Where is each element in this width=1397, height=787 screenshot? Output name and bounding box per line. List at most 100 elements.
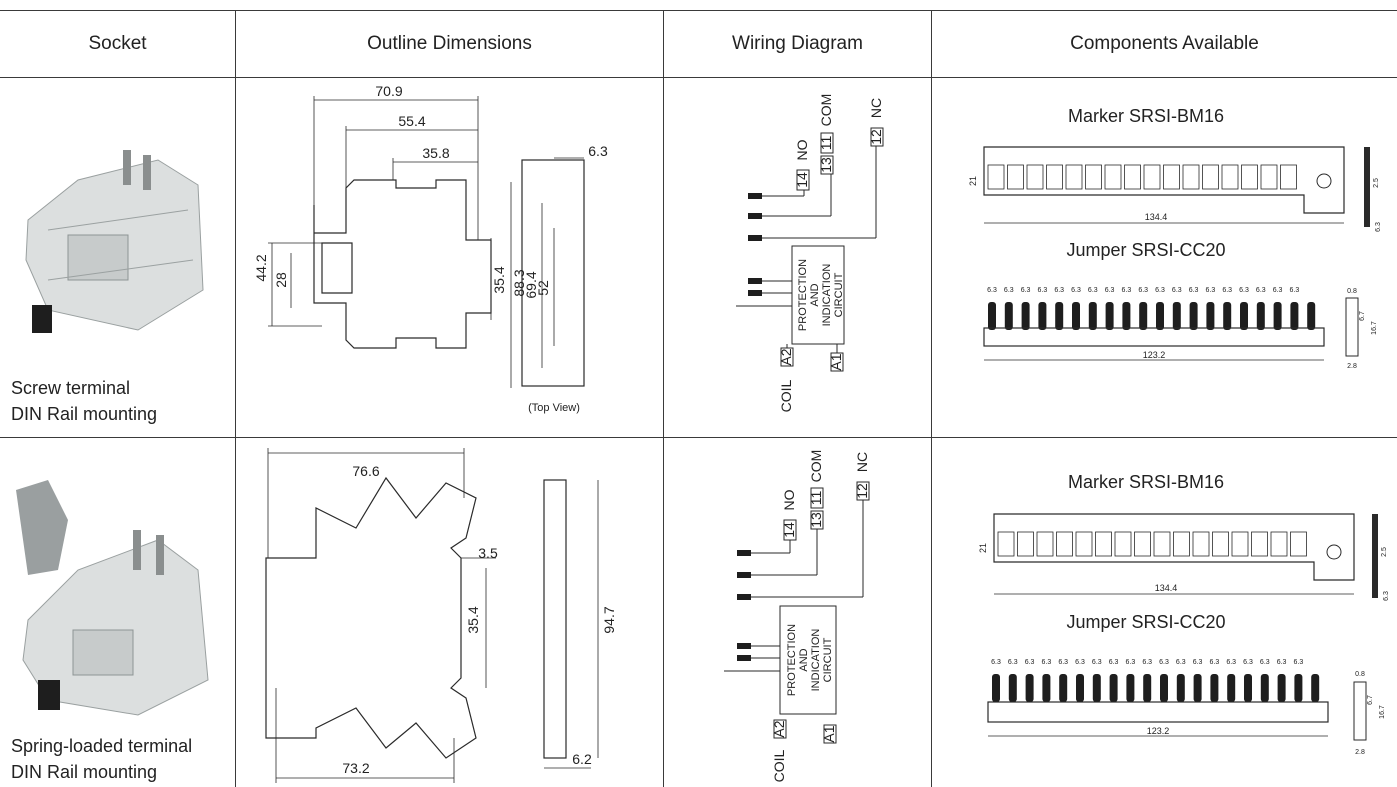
jumper-tooth [1122,302,1131,330]
jumper-tooth [1244,674,1252,702]
circuit-text-3: INDICATION [821,264,833,327]
marker-cell [1182,164,1200,190]
jumper-pitch-label: 6.3 [1273,287,1283,294]
dim-3-5: 3.5 [478,545,498,561]
jumper-pitch-label: 6.3 [1294,659,1304,666]
jumper-tooth [1021,302,1030,330]
jumper-pitch-label: 6.3 [1142,659,1152,666]
dim-70-9: 70.9 [375,83,402,99]
marker-cell [1231,531,1249,557]
socket-label-line1: Screw terminal [11,378,131,398]
label-no: NO [781,489,797,510]
jumper-tooth [988,302,996,330]
dim-88-3: 88.3 [511,269,527,296]
marker-drawing: 134.4 21 2.5 6.3 [968,146,1382,232]
jumper-side-3: 16.7 [1371,321,1378,335]
jumper-pitch-label: 6.3 [1021,287,1031,294]
jumper-tooth [1143,674,1152,702]
jumper-pitch-label: 6.3 [1138,287,1148,294]
dim-6-2: 6.2 [572,751,592,767]
marker-height: 21 [978,543,988,553]
dim-28: 28 [273,272,289,288]
marker-side-1: 2.5 [1381,547,1388,557]
jumper-width: 123.2 [1147,726,1170,736]
label-nc: NC [868,98,884,118]
jumper-width: 123.2 [1143,350,1166,360]
jumper-tooth [1256,302,1265,330]
jumper-pitch-label: 6.3 [1256,287,1266,294]
terminal-11: 11 [818,136,834,151]
jumper-pitch-label: 6.3 [1071,287,1081,294]
marker-cell [1026,164,1044,190]
marker-cell [1056,531,1073,557]
marker-drawing: 134.4 21 2.5 6.3 [978,513,1390,601]
jumper-tooth [1076,674,1084,702]
outline-dimension-drawing: 76.6 73.2 35.4 94.7 3.5 6.2 [265,448,617,783]
jumper-pitch-label: 6.3 [1226,659,1236,666]
terminal-a2: A2 [771,720,787,737]
jumper-tooth [1210,674,1219,702]
marker-cell [1290,531,1307,557]
jumper-pitch-label: 6.3 [1189,287,1199,294]
header-components-available: Components Available [1070,32,1259,54]
jumper-tooth [1092,674,1101,702]
marker-cell [1017,531,1034,557]
jumper-tooth [1059,674,1068,702]
marker-side-1: 2.5 [1373,178,1380,188]
marker-cell [1212,531,1229,557]
marker-cell [1124,164,1141,190]
terminal-14: 14 [794,172,810,188]
dim-35-8: 35.8 [422,145,449,161]
jumper-pitch-label: 6.3 [1042,659,1052,666]
marker-side-2: 6.3 [1383,591,1390,601]
jumper-tooth [1290,302,1299,330]
marker-cell [1280,164,1297,190]
jumper-pitch-label: 6.3 [1105,287,1115,294]
jumper-side-4: 2.8 [1347,363,1357,370]
row-divider [0,437,1397,438]
jumper-pitch-label: 6.3 [1222,287,1232,294]
jumper-pitch-label: 6.3 [1243,659,1253,666]
jumper-pitch-label: 6.3 [1122,287,1132,294]
jumper-title: Jumper SRSI-CC20 [1066,612,1226,632]
label-com: COM [808,450,824,483]
circuit-text-4: CIRCUIT [833,272,845,317]
jumper-tooth [1273,302,1282,330]
jumper-pitch-label: 6.3 [1038,287,1048,294]
marker-cell [1143,164,1161,190]
jumper-tooth [1307,302,1316,330]
jumper-pitch-label: 6.3 [1290,287,1300,294]
label-com: COM [818,94,834,127]
jumper-tooth [1025,674,1034,702]
marker-cell [997,531,1015,557]
jumper-side-3: 16.7 [1379,705,1386,719]
jumper-side-4: 2.8 [1355,749,1365,756]
jumper-tooth [1072,302,1080,330]
marker-cell [1065,164,1083,190]
jumper-pitch-label: 6.3 [991,659,1001,666]
jumper-tooth [1240,302,1248,330]
marker-cell [1075,531,1093,557]
jumper-tooth [1206,302,1215,330]
jumper-pitch-label: 6.3 [1159,659,1169,666]
jumper-pitch-label: 6.3 [1126,659,1136,666]
jumper-pitch-label: 6.3 [1193,659,1203,666]
top-view-label: (Top View) [528,402,580,414]
jumper-pitch-label: 6.3 [1239,287,1249,294]
jumper-pitch-label: 6.3 [1054,287,1064,294]
marker-cell [1104,164,1122,190]
header-wiring-diagram: Wiring Diagram [732,32,863,54]
jumper-tooth [1126,674,1135,702]
marker-cell [1241,164,1258,190]
marker-cell [1007,164,1024,190]
marker-cell [1202,164,1219,190]
terminal-12: 12 [868,129,884,145]
label-nc: NC [854,452,870,472]
marker-cell [1085,164,1102,190]
jumper-pitch-label: 6.3 [1277,659,1287,666]
jumper-tooth [1042,674,1051,702]
dim-44-2: 44.2 [253,254,269,281]
circuit-text-2: AND [809,283,821,306]
jumper-pitch-label: 6.3 [1008,659,1018,666]
